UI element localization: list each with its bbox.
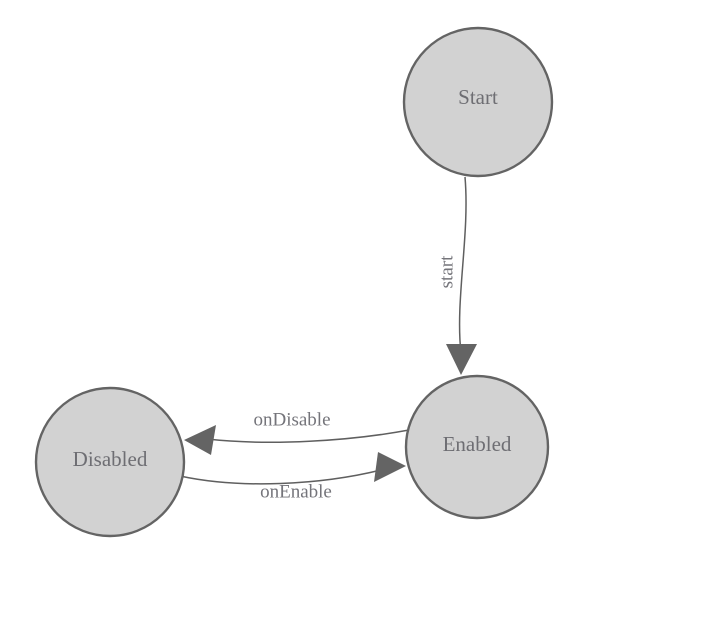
state-node-start[interactable]: Start xyxy=(402,26,554,178)
state-node-start-circle xyxy=(402,26,554,178)
transition-enabled-to-disabled[interactable]: onDisable xyxy=(184,409,410,455)
edge-path-start-to-enabled xyxy=(458,176,467,354)
edge-label-start: start xyxy=(436,255,457,288)
arrowhead-start-to-enabled xyxy=(446,344,477,375)
state-node-enabled-label: Enabled xyxy=(443,432,512,456)
state-node-start-label: Start xyxy=(458,85,498,109)
transition-disabled-to-enabled[interactable]: onEnable xyxy=(179,452,406,502)
arrowhead-enabled-to-disabled xyxy=(184,425,216,455)
arrowhead-disabled-to-enabled xyxy=(374,452,406,482)
edge-label-ondisable: onDisable xyxy=(253,409,330,430)
state-node-disabled[interactable]: Disabled xyxy=(34,386,186,538)
edge-path-enabled-to-disabled xyxy=(206,429,410,443)
transition-start-to-enabled[interactable]: start xyxy=(436,176,477,375)
edge-path-disabled-to-enabled xyxy=(179,469,382,485)
state-node-disabled-label: Disabled xyxy=(73,447,148,471)
state-node-enabled[interactable]: Enabled xyxy=(404,374,550,520)
state-node-disabled-circle xyxy=(34,386,186,538)
state-node-enabled-circle xyxy=(404,374,550,520)
edge-label-onenable: onEnable xyxy=(260,481,332,502)
